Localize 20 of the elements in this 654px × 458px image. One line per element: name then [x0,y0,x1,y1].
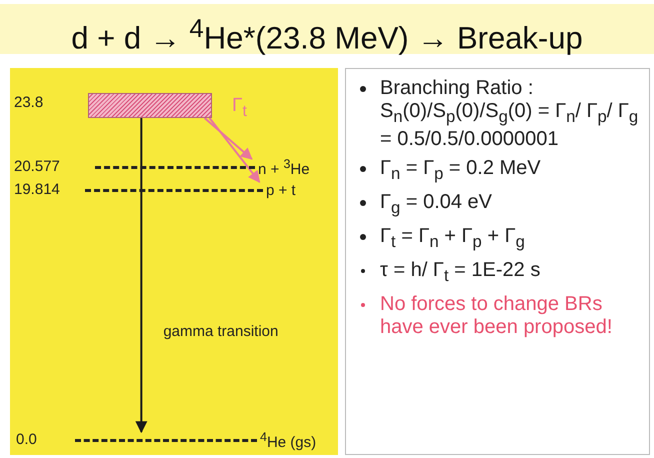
resonance-level-bar [88,93,212,118]
energy-value: 23.8 [14,94,44,111]
arrow [204,117,253,160]
bullet-text: τ = h/ Γ$_{t}$ = 1E-22 s [380,259,540,287]
bullet-text: No forces to change BRs have ever been proposed! [380,293,614,339]
title: d + d → $^{4}$He*(23.8 MeV) → Break-up [0,4,654,54]
level-label: $^{4}$He (gs) [260,430,316,450]
energy-value: 0.0 [16,431,37,448]
bullet-text: Branching Ratio : S$_{n}$(0)/S$_{p}$(0)/S$_{g}$(0) = Γ$_{n}$/ Γ$_{p}$/ Γ$_{g}$ = 0.5/0.5/0.0000001 [380,77,639,151]
bullet-text: Γ$_{t}$ = Γ$_{n}$ + Γ$_{p}$ + Γ$_{g}$ [380,225,525,253]
level-label: p + t [266,182,296,198]
bullet-text: Γ$_{n}$ = Γ$_{p}$ = 0.2 MeV [380,157,541,185]
arrow [208,117,260,183]
energy-value: 19.814 [14,181,60,198]
arrow [135,118,148,434]
edge-label: gamma transition [163,323,278,340]
energy-value: 20.577 [14,158,60,175]
bullet-text: Γ$_{g}$ = 0.04 eV [380,191,492,219]
width-label: Γ$_{t}$ [232,95,247,121]
level-label: n + $^{3}$He [258,156,310,178]
